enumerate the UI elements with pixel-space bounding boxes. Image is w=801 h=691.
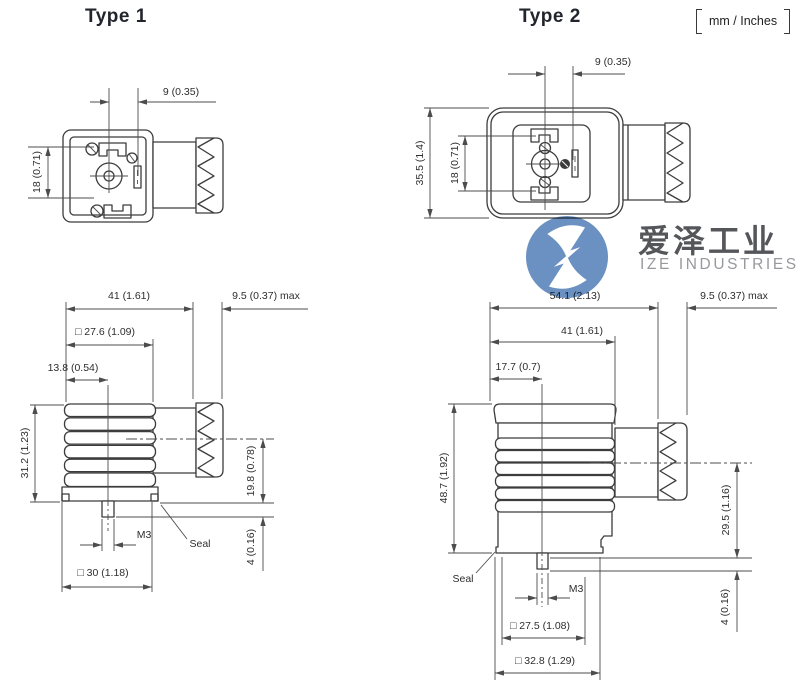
dim-label-27-5: □ 27.5 (1.08) — [510, 620, 570, 632]
dim-label-19-8: 19.8 (0.78) — [245, 446, 257, 497]
type2-contact-face — [526, 128, 579, 201]
bottom-terminal-tab — [530, 186, 559, 201]
dim-label-48-7: 48.7 (1.92) — [438, 453, 450, 504]
top-terminal-tab — [530, 128, 559, 143]
dim-label-4: 4 (0.16) — [719, 589, 731, 625]
earth-screw — [126, 152, 138, 164]
type2-title: Type 2 — [519, 6, 581, 27]
dim-label-17-7: 17.7 (0.7) — [496, 361, 541, 373]
type2-m3-stud — [536, 552, 549, 570]
dim-label-9-5-max: 9.5 (0.37) max — [232, 290, 300, 302]
dim-label-4: 4 (0.16) — [245, 529, 257, 565]
type1-side-view-figure: 41 (1.61) 9.5 (0.37) max □ 27.6 (1.09) 1… — [19, 290, 308, 592]
dim-label-18: 18 (0.71) — [449, 142, 461, 184]
dim-label-54-1: 54.1 (2.13) — [550, 290, 601, 302]
dim-label-9-5-max: 9.5 (0.37) max — [700, 290, 768, 302]
type1-front-view-figure: 9 (0.35) 18 (0.71) — [28, 86, 224, 223]
dim-label-9: 9 (0.35) — [163, 86, 199, 98]
type2-front-dimensions: 9 (0.35) 35.5 (1.4) 18 (0.71) — [414, 56, 631, 219]
type1-cable-gland — [195, 137, 224, 214]
bottom-terminal-tab — [103, 204, 132, 219]
units-indicator: mm / Inches — [696, 8, 791, 34]
type1-side-gland — [195, 402, 224, 478]
label-seal: Seal — [452, 573, 473, 585]
top-terminal-tab — [98, 142, 127, 157]
type2-top-cap — [493, 403, 617, 424]
units-label: mm / Inches — [709, 14, 778, 28]
dim-label-29-5: 29.5 (1.16) — [720, 485, 732, 536]
dim-label-31-2: 31.2 (1.23) — [19, 428, 31, 479]
dim-label-35-5: 35.5 (1.4) — [414, 141, 426, 186]
dim-label-32-8: □ 32.8 (1.29) — [515, 655, 575, 667]
dim-label-41: 41 (1.61) — [108, 290, 150, 302]
type2-housing — [486, 107, 666, 219]
type1-housing — [62, 129, 197, 223]
type1-side-body — [61, 402, 224, 518]
label-m3: M3 — [137, 529, 152, 541]
type2-side-dimensions: 54.1 (2.13) 9.5 (0.37) max 41 (1.61) 17.… — [438, 290, 777, 680]
type2-front-view-figure: 9 (0.35) 35.5 (1.4) 18 (0.71) — [414, 56, 691, 219]
watermark-en-text: IZE INDUSTRIES — [640, 256, 799, 273]
right-bracket-icon — [784, 8, 791, 34]
lamp-slot — [133, 165, 142, 189]
type1-front-dimensions: 9 (0.35) 18 (0.71) — [28, 86, 216, 199]
type2-side-gland — [657, 422, 688, 501]
type2-side-view-figure: 54.1 (2.13) 9.5 (0.37) max 41 (1.61) 17.… — [438, 290, 777, 680]
dim-label-13-8: 13.8 (0.54) — [48, 362, 99, 374]
type1-seal-flange — [61, 486, 159, 502]
dim-label-27-6: □ 27.6 (1.09) — [75, 326, 135, 338]
label-seal: Seal — [189, 538, 210, 550]
dim-label-41: 41 (1.61) — [561, 325, 603, 337]
dim-label-9: 9 (0.35) — [595, 56, 631, 68]
lamp-slot — [571, 149, 579, 178]
left-bracket-icon — [696, 8, 702, 34]
label-m3: M3 — [569, 583, 584, 595]
type2-side-body — [493, 403, 688, 570]
type1-title: Type 1 — [85, 6, 147, 27]
dim-label-18: 18 (0.71) — [31, 151, 43, 193]
type1-side-dimensions: 41 (1.61) 9.5 (0.37) max □ 27.6 (1.09) 1… — [19, 290, 308, 592]
type2-cable-gland — [664, 122, 691, 203]
dim-label-30: □ 30 (1.18) — [77, 567, 128, 579]
